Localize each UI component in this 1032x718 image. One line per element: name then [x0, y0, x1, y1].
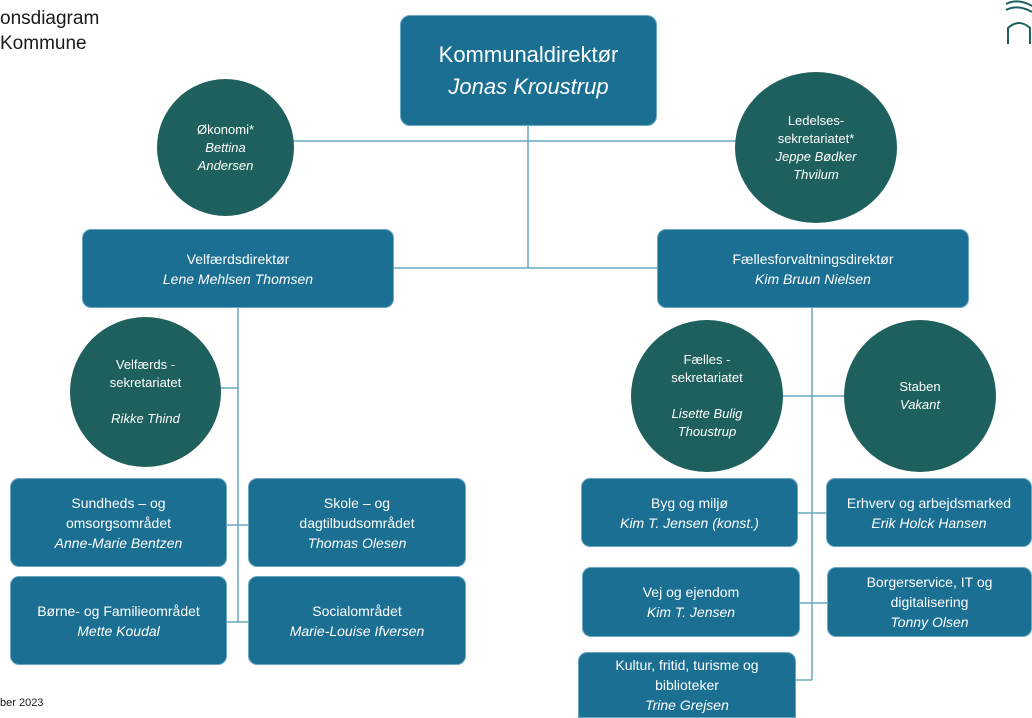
node-skole-og-dagtilbudsomraadet[interactable]: Skole – og dagtilbudsområdet Thomas Oles…	[248, 478, 466, 567]
node-name: Mette Koudal	[77, 622, 160, 639]
node-title: Kultur, fritid, turisme og biblioteker	[615, 657, 759, 693]
node-okonomi[interactable]: Økonomi* Bettina Andersen	[157, 79, 294, 216]
node-title: Velfærdsdirektør	[186, 250, 290, 267]
node-name: Kim T. Jensen (konst.)	[620, 514, 759, 531]
node-title: Staben	[899, 379, 941, 394]
node-title: Skole – og dagtilbudsområdet	[299, 494, 415, 531]
node-title: Fællesforvaltningsdirektør	[732, 250, 894, 267]
node-name: Lisette Bulig Thoustrup	[671, 406, 743, 439]
node-title: Velfærds - sekretariatet	[109, 357, 182, 390]
node-velfaerdssekretariatet[interactable]: Velfærds - sekretariatet Rikke Thind	[70, 317, 221, 467]
node-title: Socialområdet	[312, 602, 402, 619]
node-kommunaldirektoer[interactable]: Kommunaldirektør Jonas Kroustrup	[400, 15, 657, 126]
node-title: Fælles - sekretariatet	[671, 352, 743, 385]
node-socialomraadet[interactable]: Socialområdet Marie-Louise Ifversen	[248, 576, 466, 665]
node-erhverv-og-arbejdsmarked[interactable]: Erhverv og arbejdsmarked Erik Holck Hans…	[826, 478, 1032, 547]
node-title: Børne- og Familieområdet	[37, 602, 200, 619]
node-title: Erhverv og arbejdsmarked	[846, 494, 1012, 511]
document-date: ber 2023	[0, 697, 44, 709]
node-faellessekretariatet[interactable]: Fælles - sekretariatet Lisette Bulig Tho…	[631, 320, 783, 472]
node-name: Erik Holck Hansen	[871, 514, 987, 531]
node-name: Thomas Olesen	[307, 534, 407, 551]
node-name: Trine Grejsen	[645, 697, 729, 713]
node-name: Anne-Marie Bentzen	[54, 534, 183, 551]
node-title: Ledelses- sekretariatet*	[777, 112, 855, 146]
node-staben[interactable]: Staben Vakant	[844, 320, 996, 472]
node-name: Lene Mehlsen Thomsen	[162, 270, 314, 287]
node-title: Økonomi*	[196, 121, 255, 137]
node-name: Jeppe Bødker Thvilum	[775, 148, 857, 182]
node-title: Borgerservice, IT og digitalisering	[866, 574, 993, 610]
node-sundheds-og-omsorgsomraadet[interactable]: Sundheds – og omsorgsområdet Anne-Marie …	[10, 478, 227, 567]
node-velfaerdsdirektoer[interactable]: Velfærdsdirektør Lene Mehlsen Thomsen	[82, 229, 394, 308]
node-byg-og-miljoe[interactable]: Byg og miljø Kim T. Jensen (konst.)	[581, 478, 798, 547]
node-name: Kim T. Jensen	[646, 604, 736, 620]
node-faellesforvaltningsdirektoer[interactable]: Fællesforvaltningsdirektør Kim Bruun Nie…	[657, 229, 969, 308]
municipality-logo-icon	[1005, 0, 1032, 44]
node-title: Sundheds – og omsorgsområdet	[65, 494, 172, 531]
node-boerne-og-familieomraadet[interactable]: Børne- og Familieområdet Mette Koudal	[10, 576, 227, 665]
node-title: Vej og ejendom	[642, 584, 740, 600]
document-title: onsdiagram Kommune	[0, 8, 100, 54]
node-vej-og-ejendom[interactable]: Vej og ejendom Kim T. Jensen	[582, 567, 800, 637]
node-borgerservice-it-og-digitalisering[interactable]: Borgerservice, IT og digitalisering Tonn…	[827, 567, 1032, 637]
node-name: Tonny Olsen	[890, 614, 969, 630]
node-name: Kim Bruun Nielsen	[755, 270, 871, 287]
node-title: Byg og miljø	[650, 494, 729, 511]
node-kultur-fritid-turisme-og-biblioteker[interactable]: Kultur, fritid, turisme og biblioteker T…	[578, 652, 796, 718]
node-title: Kommunaldirektør	[438, 41, 619, 67]
node-name: Marie-Louise Ifversen	[289, 622, 425, 639]
node-ledelsessekretariatet[interactable]: Ledelses- sekretariatet* Jeppe Bødker Th…	[735, 72, 897, 223]
node-name: Rikke Thind	[111, 411, 180, 426]
node-name: Jonas Kroustrup	[448, 73, 609, 99]
node-name: Vakant	[900, 397, 940, 412]
node-name: Bettina Andersen	[197, 139, 254, 173]
